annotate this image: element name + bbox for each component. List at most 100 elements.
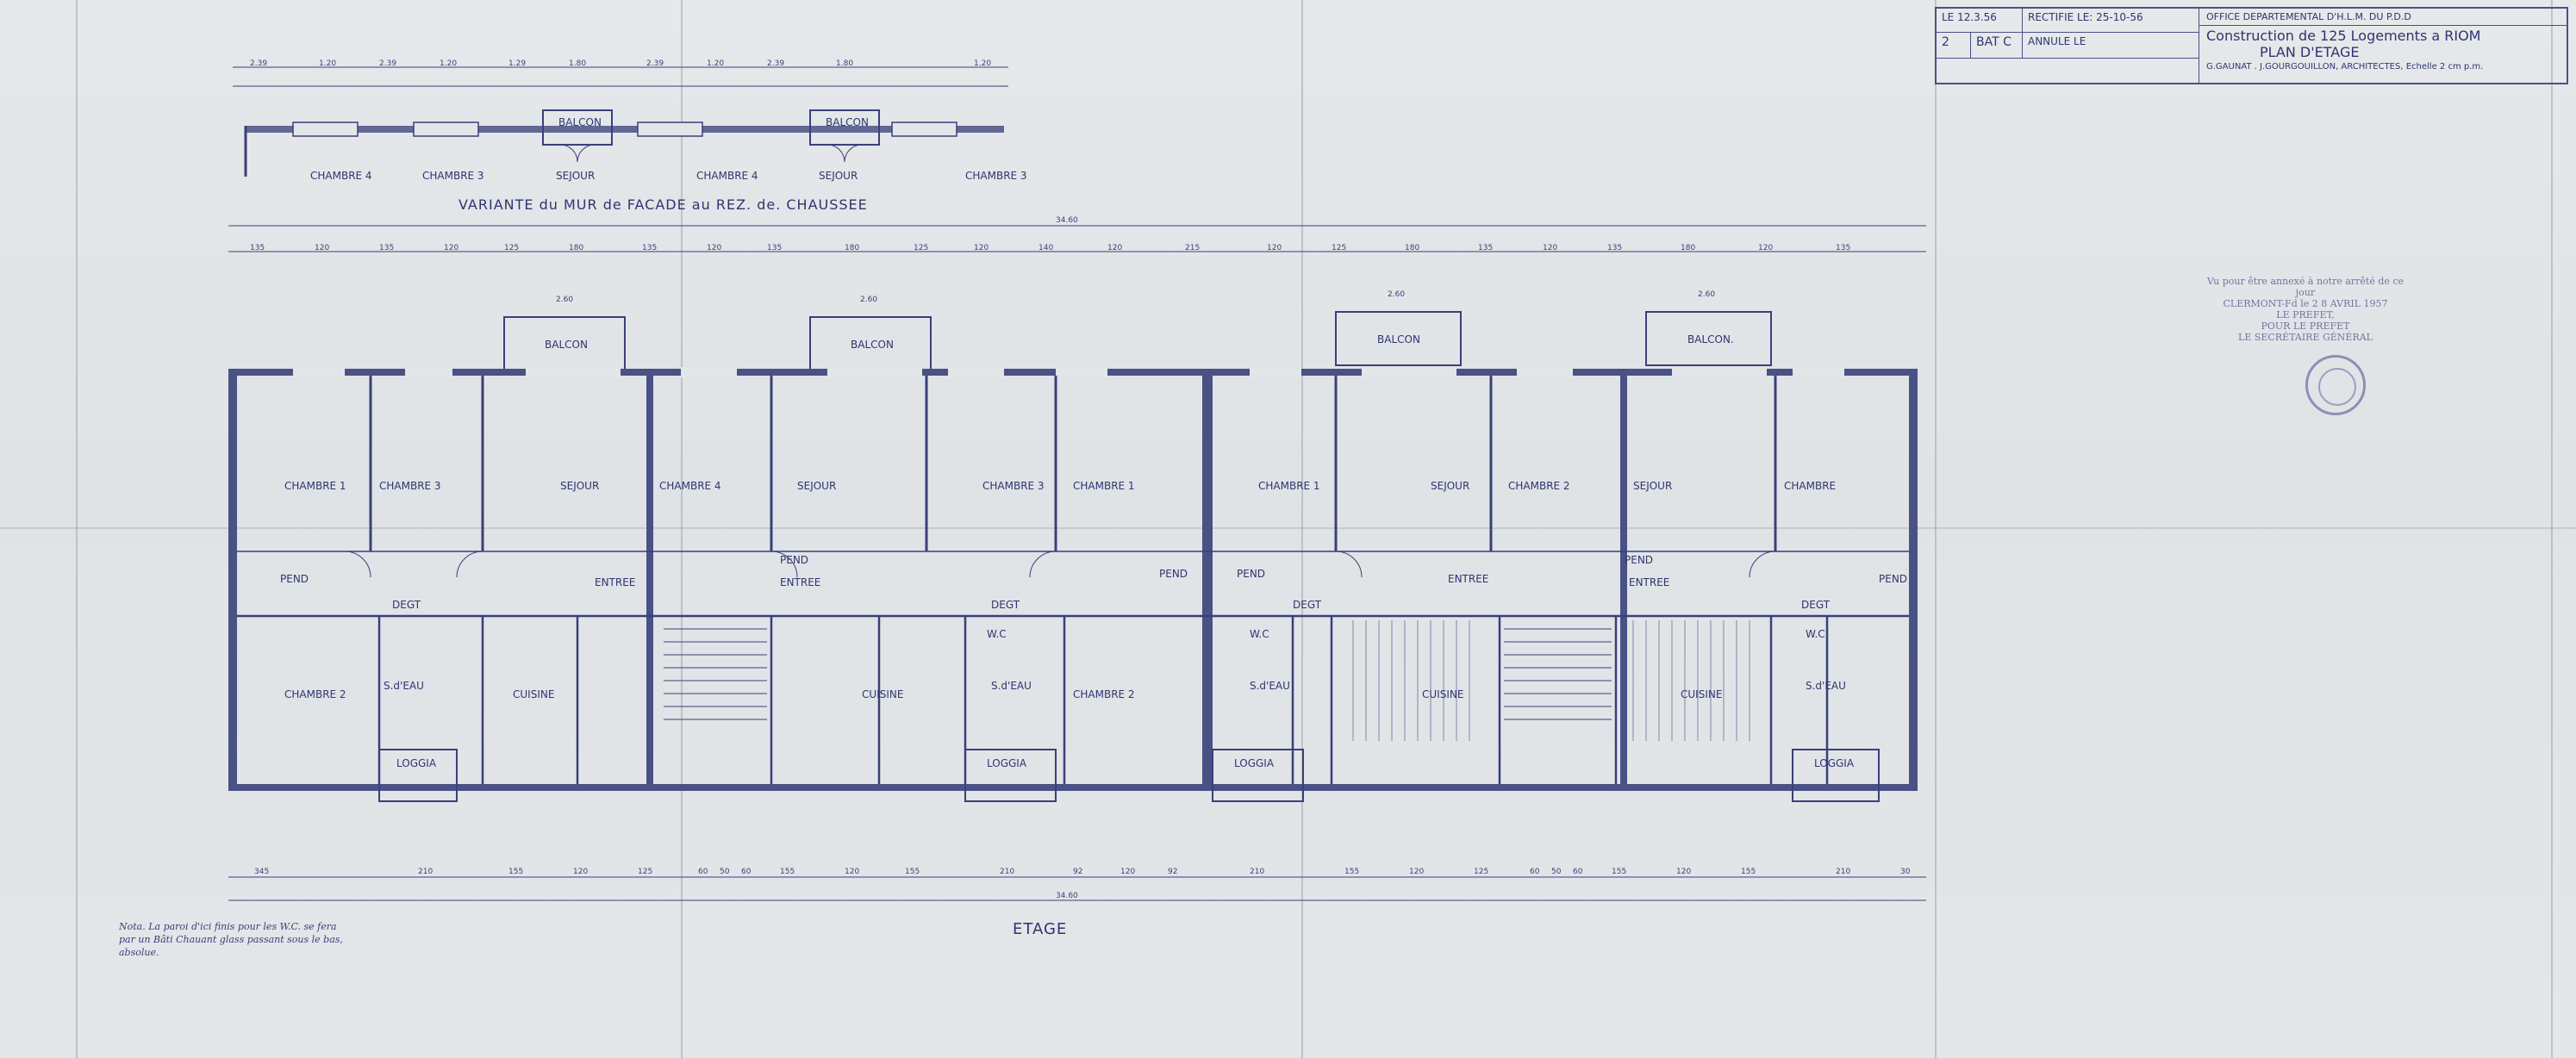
room-label: CUISINE (513, 688, 554, 700)
date-cell: LE 12.3.56 (1937, 9, 2023, 33)
room-label: PEND (1159, 568, 1188, 580)
dimension-value: 120 (1758, 244, 1773, 252)
room-label: CHAMBRE 3 (379, 480, 441, 492)
svg-text:2.39: 2.39 (767, 59, 784, 68)
room-label: SEJOUR (1431, 480, 1469, 492)
room-label: CHAMBRE 4 (659, 480, 721, 492)
stamp-line: Vu pour être annexé à notre arrêté de ce… (2206, 276, 2404, 298)
room-label: SEJOUR (819, 170, 858, 182)
svg-text:1.20: 1.20 (974, 59, 991, 68)
room-label: PEND (1879, 573, 1907, 585)
dimension-value: 120 (1267, 244, 1282, 252)
svg-text:1.80: 1.80 (569, 59, 586, 68)
annule-cell: ANNULE LE (2023, 33, 2199, 59)
dimension-value: 345 (254, 868, 269, 876)
room-label: DEGT (392, 599, 421, 611)
room-label: CHAMBRE (1784, 480, 1836, 492)
sheet-number: 2 (1937, 33, 1971, 59)
building-cell: BAT C (1971, 33, 2023, 59)
room-label: DEGT (991, 599, 1020, 611)
dimension-value: 120 (1120, 868, 1135, 876)
room-label: PEND (780, 554, 808, 566)
room-label: CHAMBRE 4 (696, 170, 758, 182)
dimension-value: 180 (1681, 244, 1695, 252)
handwritten-note: Nota. La paroi d'ici finis pour les W.C.… (119, 921, 343, 958)
overall-dimension: 34.60 (1056, 216, 1078, 225)
approval-stamp: Vu pour être annexé à notre arrêté de ce… (2206, 276, 2404, 414)
dimension-value: 2.60 (556, 296, 573, 304)
bottom-dimensions: 34.60 345 210 155 120 125 60 50 60 155 1… (228, 868, 1926, 901)
room-label: CHAMBRE 3 (965, 170, 1027, 182)
room-label: DEGT (1293, 599, 1322, 611)
room-label: CHAMBRE 2 (1508, 480, 1570, 492)
room-label: ENTREE (1448, 573, 1488, 585)
stamp-line: LE PREFET, (2276, 309, 2335, 321)
dimension-value: 120 (444, 244, 458, 252)
dimension-value: 140 (1039, 244, 1053, 252)
svg-text:1.80: 1.80 (836, 59, 853, 68)
dimension-value: 155 (508, 868, 523, 876)
dimension-value: 155 (905, 868, 920, 876)
room-label: W.C (1806, 628, 1825, 640)
room-label: LOGGIA (1814, 757, 1855, 769)
dimension-value: 60 (1573, 868, 1583, 876)
room-label: CHAMBRE 1 (1073, 480, 1135, 492)
dimension-value: 2.60 (1388, 290, 1405, 299)
dimension-value: 120 (845, 868, 859, 876)
dimension-value: 120 (573, 868, 588, 876)
dimension-value: 155 (1612, 868, 1626, 876)
stamp-line: LE SECRÉTAIRE GÉNÉRAL (2238, 332, 2373, 343)
dimension-value: 125 (914, 244, 928, 252)
dimension-value: 120 (707, 244, 721, 252)
dimension-value: 60 (698, 868, 708, 876)
dimension-value: 210 (1250, 868, 1264, 876)
room-label: CUISINE (862, 688, 903, 700)
fold-line (0, 527, 2576, 529)
dimension-value: 155 (780, 868, 795, 876)
fold-line (76, 0, 78, 1058)
title-block: LE 12.3.56 RECTIFIE LE: 25-10-56 2 BAT C… (1935, 7, 2568, 84)
balcony-label: BALCON. (1687, 333, 1734, 345)
facade-variant-heading: VARIANTE du MUR de FACADE au REZ. de. CH… (458, 196, 868, 213)
dimension-value: 2.60 (1698, 290, 1715, 299)
plan-title: PLAN D'ETAGE (2260, 44, 2360, 60)
room-label: S.d'EAU (991, 680, 1032, 692)
room-label: LOGGIA (396, 757, 437, 769)
room-label: LOGGIA (1234, 757, 1275, 769)
balcony-label: BALCON (851, 339, 894, 351)
room-label: CHAMBRE 3 (422, 170, 484, 182)
dimension-value: 120 (315, 244, 329, 252)
dimension-value: 215 (1185, 244, 1200, 252)
svg-text:1.29: 1.29 (508, 59, 526, 68)
dimension-value: 92 (1073, 868, 1082, 876)
room-label: SEJOUR (797, 480, 836, 492)
dimension-value: 135 (250, 244, 265, 252)
room-label: S.d'EAU (1250, 680, 1290, 692)
svg-text:2.39: 2.39 (646, 59, 664, 68)
room-label: W.C (1250, 628, 1269, 640)
room-label: ENTREE (780, 576, 820, 588)
dimension-value: 120 (974, 244, 989, 252)
dimension-value: 135 (379, 244, 394, 252)
balcony-label: BALCON (1377, 333, 1420, 345)
room-label: CHAMBRE 2 (284, 688, 346, 700)
svg-text:1.20: 1.20 (707, 59, 724, 68)
dimension-value: 120 (1107, 244, 1122, 252)
top-dimensions: 34.60 135 120 135 120 125 180 135 120 13… (228, 216, 1926, 252)
dimension-value: 125 (638, 868, 652, 876)
dimension-value: 135 (1478, 244, 1493, 252)
architects: G.GAUNAT . J.GOURGOUILLON, ARCHITECTES, … (2206, 62, 2484, 72)
building-walls (228, 367, 1918, 802)
dimension-value: 180 (1405, 244, 1419, 252)
room-label: CHAMBRE 1 (284, 480, 346, 492)
dimension-value: 125 (1332, 244, 1346, 252)
fold-line (2551, 0, 2553, 1058)
dimension-value: 125 (1474, 868, 1488, 876)
balcony-label: BALCON (826, 116, 869, 128)
dimension-value: 180 (845, 244, 859, 252)
dimension-value: 30 (1900, 868, 1911, 876)
dimension-value: 155 (1741, 868, 1756, 876)
